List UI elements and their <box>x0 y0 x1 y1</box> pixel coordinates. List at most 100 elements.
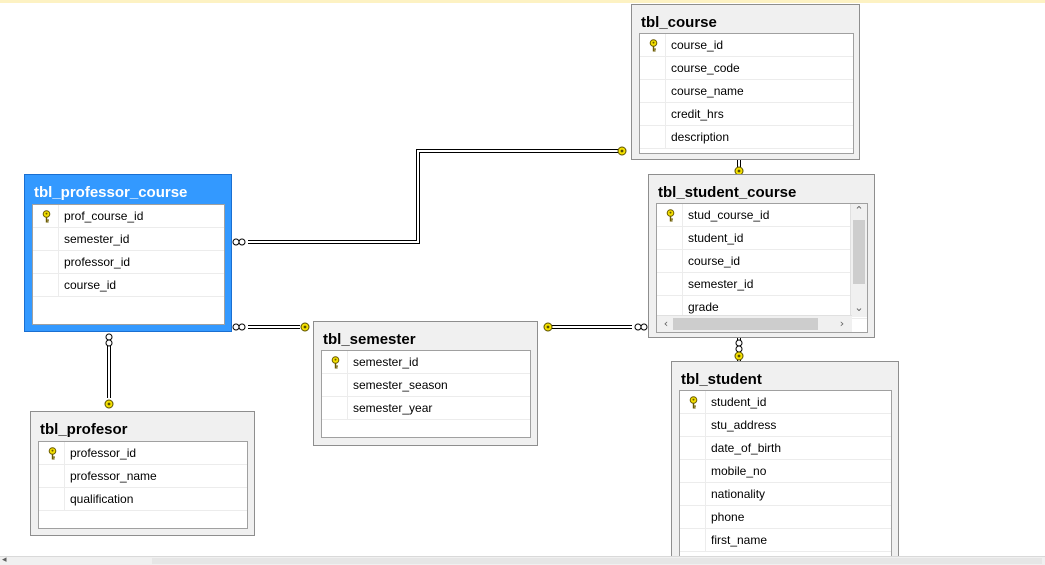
column-name: semester_season <box>353 378 448 392</box>
row-selector[interactable] <box>680 414 706 436</box>
row-selector[interactable] <box>657 296 683 318</box>
column-row[interactable]: first_name <box>680 529 891 552</box>
row-selector[interactable] <box>640 80 666 102</box>
row-selector[interactable] <box>680 391 706 413</box>
column-row[interactable]: phone <box>680 506 891 529</box>
column-name: course_id <box>671 38 724 52</box>
row-selector[interactable] <box>640 34 666 56</box>
column-name: course_code <box>671 61 740 75</box>
column-row[interactable]: stud_course_id <box>657 204 867 227</box>
row-selector[interactable] <box>33 228 59 250</box>
horizontal-scrollbar[interactable]: ‹ › <box>657 315 852 332</box>
column-name: stu_address <box>711 418 777 432</box>
column-row[interactable]: course_id <box>657 250 867 273</box>
row-selector[interactable] <box>33 205 59 227</box>
scrollbar-thumb[interactable] <box>673 318 818 330</box>
row-selector[interactable] <box>322 351 348 373</box>
column-name: description <box>671 130 730 144</box>
scroll-down-icon[interactable]: ⌄ <box>854 301 864 314</box>
column-name: qualification <box>70 492 134 506</box>
row-selector[interactable] <box>680 437 706 459</box>
row-selector[interactable] <box>680 460 706 482</box>
column-name: prof_course_id <box>64 209 144 223</box>
column-row[interactable]: description <box>640 126 853 149</box>
column-row[interactable]: mobile_no <box>680 460 891 483</box>
row-selector[interactable] <box>640 126 666 148</box>
column-row[interactable]: course_code <box>640 57 853 80</box>
column-name: semester_id <box>688 277 754 291</box>
row-selector[interactable] <box>39 442 65 464</box>
relationship-professor-course-to-profesor[interactable] <box>104 333 114 409</box>
row-selector[interactable] <box>680 483 706 505</box>
row-selector[interactable] <box>39 488 65 510</box>
row-selector[interactable] <box>680 529 706 551</box>
relationship-professor-course-to-course[interactable] <box>232 146 627 246</box>
scrollbar-thumb[interactable] <box>853 220 865 284</box>
column-row[interactable]: credit_hrs <box>640 103 853 126</box>
scrollbar-track[interactable] <box>152 558 1042 564</box>
column-name: professor_name <box>70 469 157 483</box>
column-row[interactable]: stu_address <box>680 414 891 437</box>
scroll-left-icon[interactable]: ‹ <box>663 317 669 330</box>
column-row[interactable]: date_of_birth <box>680 437 891 460</box>
column-row[interactable]: qualification <box>39 488 247 511</box>
scroll-left-icon[interactable]: ◂ <box>2 555 7 565</box>
column-row[interactable]: student_id <box>657 227 867 250</box>
row-selector[interactable] <box>640 57 666 79</box>
column-row[interactable]: professor_id <box>33 251 224 274</box>
column-row[interactable]: nationality <box>680 483 891 506</box>
horizontal-canvas-scrollbar[interactable]: ◂ <box>0 555 1045 565</box>
row-selector[interactable] <box>657 204 683 226</box>
column-row[interactable]: semester_id <box>657 273 867 296</box>
column-row[interactable]: professor_name <box>39 465 247 488</box>
primary-key-icon <box>42 210 51 223</box>
column-list: professor_id professor_name qualification <box>38 441 248 529</box>
relationship-student-course-to-semester[interactable] <box>543 322 648 332</box>
column-row[interactable]: semester_id <box>322 351 530 374</box>
vertical-scrollbar[interactable]: ⌃ ⌄ <box>850 204 867 317</box>
column-row[interactable]: professor_id <box>39 442 247 465</box>
row-selector[interactable] <box>640 103 666 125</box>
row-selector[interactable] <box>680 506 706 528</box>
relationship-professor-course-to-semester[interactable] <box>232 322 310 332</box>
table-title: tbl_profesor <box>40 421 128 438</box>
column-row[interactable]: course_id <box>33 274 224 297</box>
column-name: course_id <box>688 254 741 268</box>
scroll-up-icon[interactable]: ⌃ <box>854 204 864 217</box>
row-selector[interactable] <box>322 397 348 419</box>
row-selector[interactable] <box>33 251 59 273</box>
column-row[interactable]: semester_year <box>322 397 530 420</box>
column-row[interactable]: prof_course_id <box>33 205 224 228</box>
column-row[interactable]: course_name <box>640 80 853 103</box>
row-selector[interactable] <box>39 465 65 487</box>
table-title: tbl_student_course <box>658 184 797 201</box>
row-selector[interactable] <box>657 250 683 272</box>
row-selector[interactable] <box>33 274 59 296</box>
row-selector[interactable] <box>657 227 683 249</box>
column-name: phone <box>711 510 745 524</box>
table-title: tbl_semester <box>323 331 416 348</box>
relationship-student-course-to-student[interactable] <box>734 338 744 361</box>
primary-key-icon <box>649 39 658 52</box>
row-selector[interactable] <box>657 273 683 295</box>
scroll-right-icon[interactable]: › <box>839 317 845 330</box>
column-row[interactable]: semester_season <box>322 374 530 397</box>
column-row[interactable]: student_id <box>680 391 891 414</box>
relationship-student-course-to-course[interactable] <box>734 160 744 176</box>
column-name: mobile_no <box>711 464 767 478</box>
primary-key-icon <box>331 356 340 369</box>
table-title: tbl_professor_course <box>34 184 188 201</box>
column-row[interactable]: semester_id <box>33 228 224 251</box>
row-selector[interactable] <box>322 374 348 396</box>
column-row[interactable]: course_id <box>640 34 853 57</box>
